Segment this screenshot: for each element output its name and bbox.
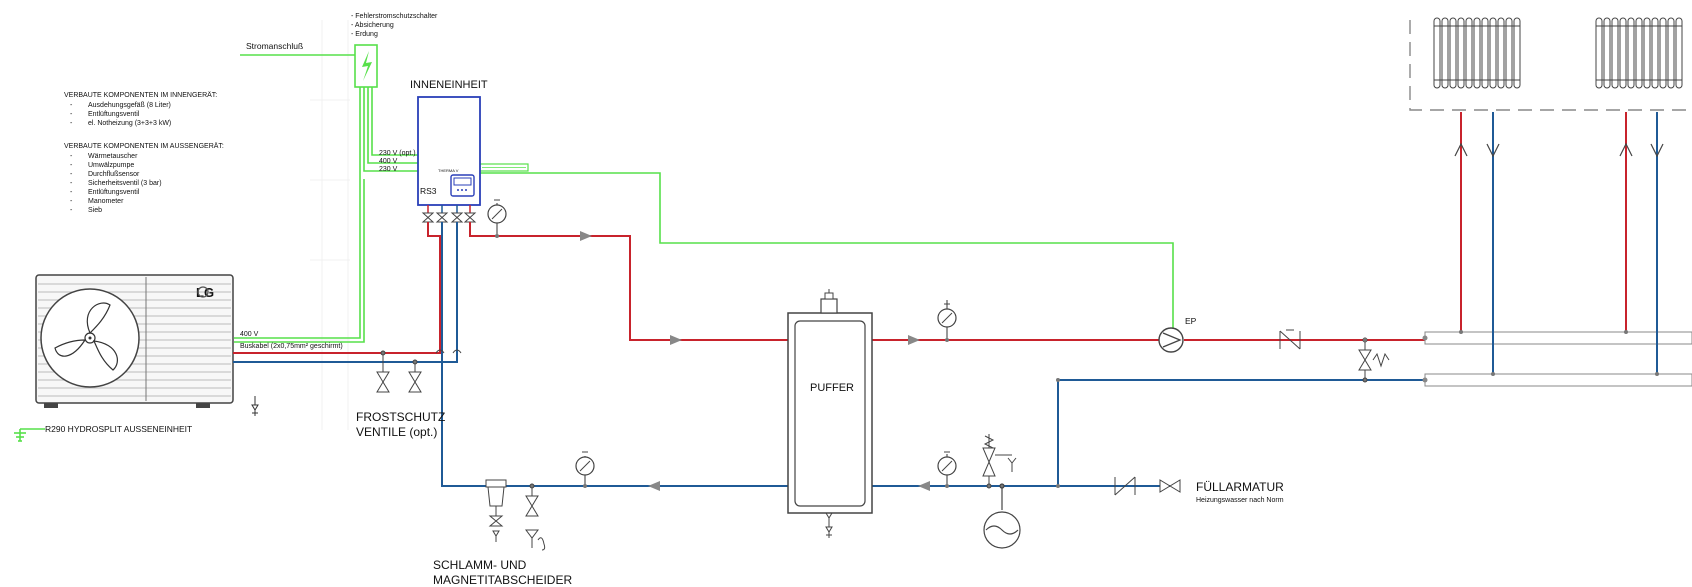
svg-text:-: -	[70, 120, 73, 127]
outdoor-item-4: Sicherheitsventil (3 bar)	[88, 180, 162, 187]
radiator-2	[1595, 17, 1683, 89]
svg-text:THERMA V: THERMA V	[438, 168, 459, 173]
heating-distributor	[1422, 331, 1692, 387]
flow-arrows	[580, 231, 930, 491]
power-note-3: - Erdung	[351, 31, 378, 38]
outdoor-item-3: Durchflußsensor	[88, 171, 140, 178]
supply-pipe-outdoor	[233, 222, 441, 354]
manometer-icon	[487, 199, 507, 238]
radiator-loop-2	[1619, 112, 1664, 376]
buffer-label: PUFFER	[810, 382, 854, 394]
power-note-1: - Fehlerstromschutzschalter	[351, 13, 438, 20]
svg-text:-: -	[70, 162, 73, 169]
outdoor-item-5: Entlüftungsventil	[88, 189, 140, 196]
bypass-valve	[1358, 337, 1390, 383]
background-grid	[310, 20, 350, 430]
indoor-item-1: Ausdehungsgefäß (8 Liter)	[88, 102, 171, 109]
return-pipe-from-distributor	[1057, 379, 1425, 486]
svg-text:-: -	[70, 207, 73, 214]
expansion-vessel	[983, 483, 1021, 549]
svg-text:-: -	[70, 189, 73, 196]
indoor-unit: INNENEINHEIT THERMA V RS3	[410, 79, 488, 213]
safety-valve	[982, 434, 1017, 489]
manometer-return-icon	[937, 451, 957, 488]
radiator-loop-1	[1454, 112, 1500, 376]
svg-text:-: -	[70, 180, 73, 187]
power-note-2: - Absicherung	[351, 22, 394, 29]
manometer-supply-icon	[937, 300, 957, 342]
buffer-tank: PUFFER	[787, 289, 873, 538]
pump-label: EP	[1185, 316, 1197, 326]
indoor-item-2: Entlüftungsventil	[88, 111, 140, 118]
indoor-model: RS3	[420, 186, 437, 196]
radiator-1	[1433, 17, 1521, 89]
power-label: Stromanschluß	[246, 41, 303, 51]
outdoor-item-1: Wärmetauscher	[88, 153, 138, 160]
sludge-separator	[485, 479, 507, 542]
frost-label-1: FROSTSCHUTZ	[356, 410, 445, 424]
outdoor-unit-label: R290 HYDROSPLIT AUSSENEINHEIT	[45, 424, 192, 434]
indoor-unit-title: INNENEINHEIT	[410, 79, 488, 91]
indoor-valves	[421, 212, 477, 223]
outdoor-item-2: Umwälzpumpe	[88, 162, 134, 169]
indoor-item-3: el. Notheizung (3+3+3 kW)	[88, 120, 171, 127]
cable-bus-label: Buskabel (2x0,75mm² geschirmt)	[240, 343, 343, 350]
power-supply: - Fehlerstromschutzschalter - Absicherun…	[240, 13, 438, 88]
svg-text:-: -	[70, 111, 73, 118]
drain-valve	[525, 483, 546, 551]
fill-label: FÜLLARMATUR	[1196, 480, 1284, 494]
sludge-label-1: SCHLAMM- UND	[433, 558, 527, 572]
svg-text:-: -	[70, 102, 73, 109]
svg-text:-: -	[70, 198, 73, 205]
svg-text:-: -	[70, 153, 73, 160]
sludge-label-2: MAGNETITABSCHEIDER	[433, 573, 572, 587]
wire-label-1: 230 V (opt.)	[379, 150, 416, 157]
return-pipe-main	[441, 222, 1058, 487]
room-boundary	[1409, 20, 1692, 111]
fill-check-valve	[1114, 476, 1136, 496]
component-list: VERBAUTE KOMPONENTEN IM INNENGERÄT: - Aus…	[64, 91, 224, 214]
svg-text:-: -	[70, 171, 73, 178]
wire-label-2: 400 V	[379, 158, 398, 165]
cable-power-label: 400 V	[240, 331, 259, 338]
outdoor-components-header: VERBAUTE KOMPONENTEN IM AUSSENGERÄT:	[64, 142, 224, 150]
lightning-icon	[362, 51, 372, 81]
frost-label-2: VENTILE (opt.)	[356, 425, 437, 439]
indoor-components-header: VERBAUTE KOMPONENTEN IM INNENGERÄT:	[64, 91, 217, 99]
check-valve	[1279, 329, 1301, 350]
outdoor-unit: LG 400 V Buskabel (2x0,75mm² geschirmt) …	[14, 274, 343, 442]
electrical-wiring: 230 V (opt.) 400 V 230 V	[234, 87, 1174, 343]
circulation-pump: EP	[1158, 316, 1197, 353]
outdoor-item-7: Sieb	[88, 207, 102, 214]
outdoor-item-6: Manometer	[88, 198, 124, 205]
fill-note: Heizungswasser nach Norm	[1196, 497, 1284, 504]
fill-valve	[1159, 479, 1181, 493]
wire-label-3: 230 V	[379, 166, 398, 173]
frost-protection-valves	[376, 350, 422, 393]
manometer-sludge-icon	[575, 451, 595, 488]
